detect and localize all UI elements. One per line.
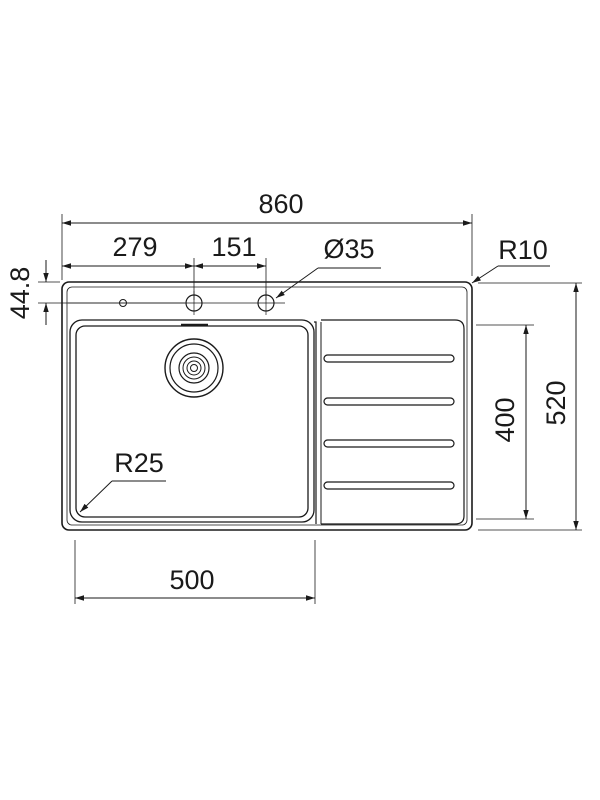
dim-outer-radius: R10: [471, 235, 550, 284]
dim-bowl-depth: 400: [476, 324, 534, 520]
dim-text-bowl-radius: R25: [114, 448, 164, 478]
dim-text-hole-diameter: Ø35: [323, 234, 374, 264]
dim-text-bowl-depth: 400: [490, 397, 520, 442]
dim-deck-depth: 44.8: [5, 260, 185, 325]
dim-tap-positions: 279 151: [62, 232, 267, 300]
dim-text-tap-spacing: 151: [211, 232, 256, 262]
dim-hole-diameter: Ø35: [275, 234, 381, 299]
inner-rim: [66, 286, 468, 526]
bowl: [69, 319, 315, 523]
dim-overall-width: 860: [61, 189, 473, 280]
dim-text-deck-depth: 44.8: [5, 267, 35, 320]
outer-rim: [61, 281, 473, 531]
dim-text-tap-offset: 279: [112, 232, 157, 262]
dim-text-outer-radius: R10: [498, 235, 548, 265]
drainer-board: [314, 319, 465, 525]
sink-outline: [61, 281, 473, 531]
dim-bowl-radius: R25: [79, 448, 166, 513]
dim-overall-depth: 520: [478, 282, 582, 531]
drainer-grooves: [323, 354, 455, 490]
dim-text-overall-depth: 520: [541, 380, 571, 425]
dim-text-bowl-width: 500: [169, 565, 214, 595]
dim-text-overall-width: 860: [258, 189, 303, 219]
drain-icon: [164, 338, 224, 398]
dim-bowl-width: 500: [74, 540, 316, 604]
